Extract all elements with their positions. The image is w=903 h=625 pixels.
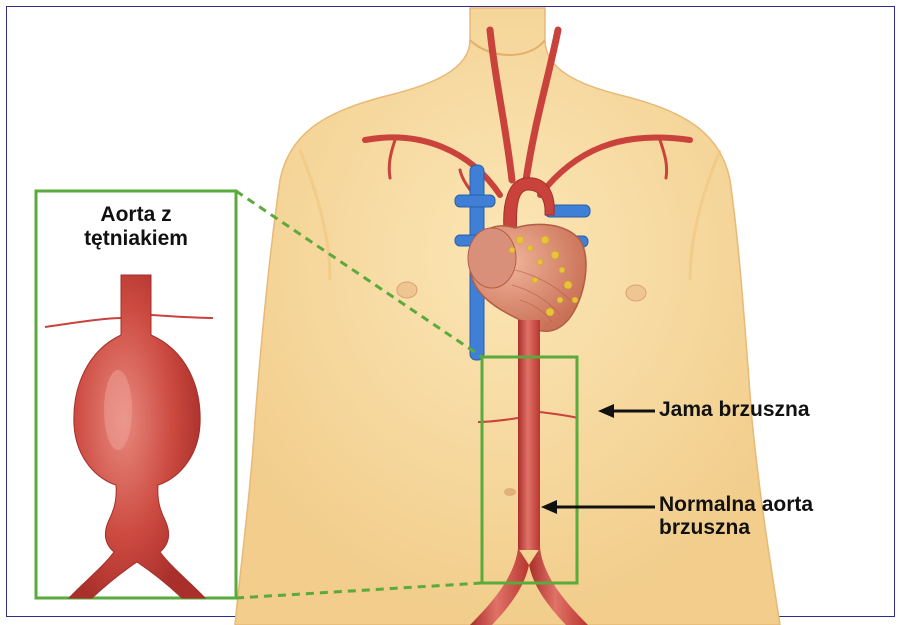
abdomen-label: Jama brzuszna: [659, 398, 810, 421]
inset-title-line1: Aorta z: [36, 203, 236, 227]
normal-aorta-label-line2: brzuszna: [659, 516, 813, 539]
right-atrium: [468, 228, 516, 288]
normal-aorta-label: Normalna aorta brzuszna: [659, 493, 813, 539]
inset-title: Aorta z tętniakiem: [36, 203, 236, 251]
right-nipple: [626, 285, 646, 301]
inset-title-line2: tętniakiem: [36, 227, 236, 251]
normal-aorta-label-line1: Normalna aorta: [659, 493, 813, 516]
navel: [504, 488, 516, 496]
left-nipple: [397, 282, 417, 298]
